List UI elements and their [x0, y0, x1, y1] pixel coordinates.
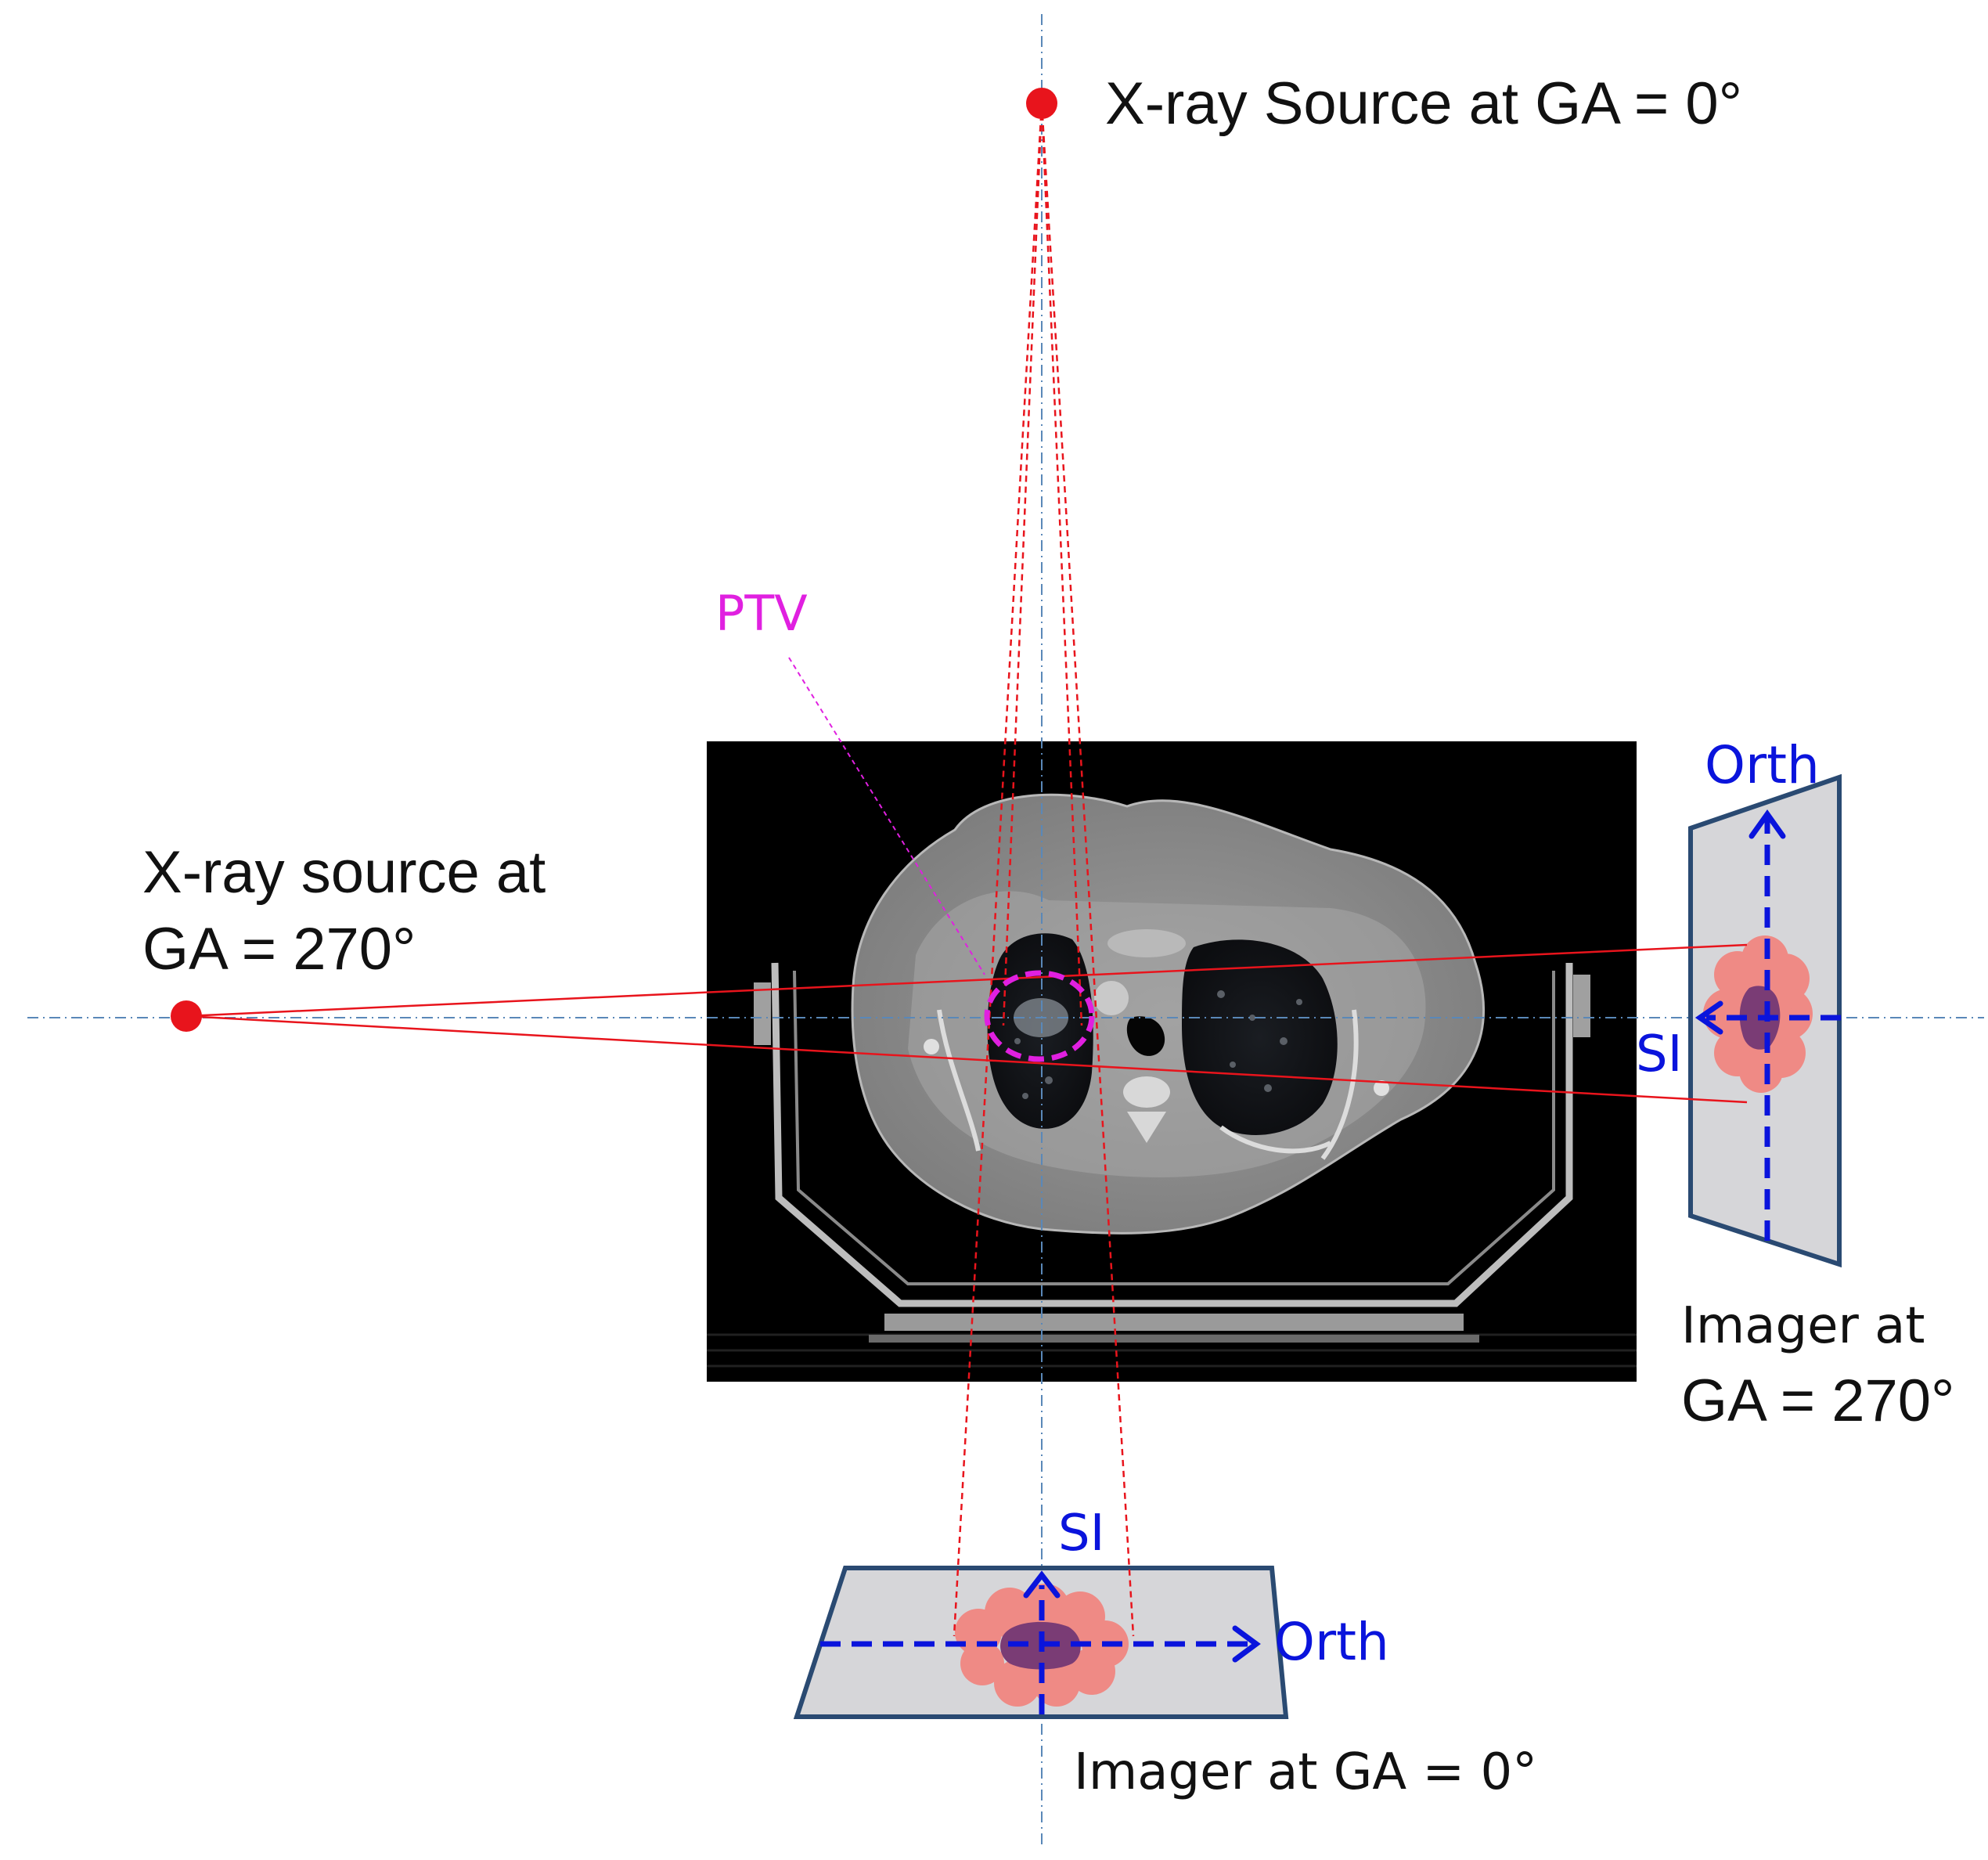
label-source-top: X-ray Source at GA = 0°: [1105, 70, 1742, 137]
xray-source-top-dot: [1026, 88, 1057, 119]
spine: [1123, 1076, 1170, 1143]
label-orth-right: Orth: [1705, 735, 1820, 795]
si-arrowhead-right: [1694, 1000, 1723, 1035]
lung-left: [1182, 939, 1338, 1135]
xray-source-left-dot: [171, 1000, 202, 1032]
arrowheads-right: [1694, 809, 1786, 1035]
couch-side-left: [754, 982, 771, 1045]
orth-arrowhead-right: [1749, 809, 1786, 839]
axis-arrows-right: [1706, 818, 1841, 1241]
center-lines: [27, 14, 1984, 1847]
label-orth-bottom: Orth: [1274, 1612, 1389, 1672]
label-imager-bottom: Imager at GA = 0°: [1074, 1743, 1537, 1801]
beam-lines-top-source: [953, 103, 1135, 1637]
orth-arrowhead-bottom: [1232, 1625, 1261, 1663]
si-arrowhead-bottom: [1023, 1570, 1061, 1599]
couch: [771, 962, 1573, 1343]
axis-arrows-bottom: [820, 1585, 1251, 1714]
ptv-leader-line: [788, 657, 985, 975]
aorta: [1094, 981, 1129, 1015]
ptv-contour: [984, 970, 1095, 1062]
couch-side-right: [1573, 975, 1590, 1037]
beam-lines-left-source: [185, 943, 1748, 1104]
label-imager-right-line2: GA = 270°: [1681, 1368, 1954, 1434]
label-source-left-line1: X-ray source at: [142, 839, 546, 906]
label-si-bottom: SI: [1058, 1505, 1105, 1563]
label-source-left-line2: GA = 270°: [142, 916, 416, 982]
trachea: [1126, 1016, 1165, 1056]
label-ptv: PTV: [715, 585, 808, 642]
arrowheads-bottom: [1023, 1570, 1261, 1663]
ct-axial-slice: [707, 741, 1637, 1382]
label-imager-right-line1: Imager at: [1681, 1297, 1925, 1355]
label-si-right: SI: [1636, 1026, 1683, 1083]
